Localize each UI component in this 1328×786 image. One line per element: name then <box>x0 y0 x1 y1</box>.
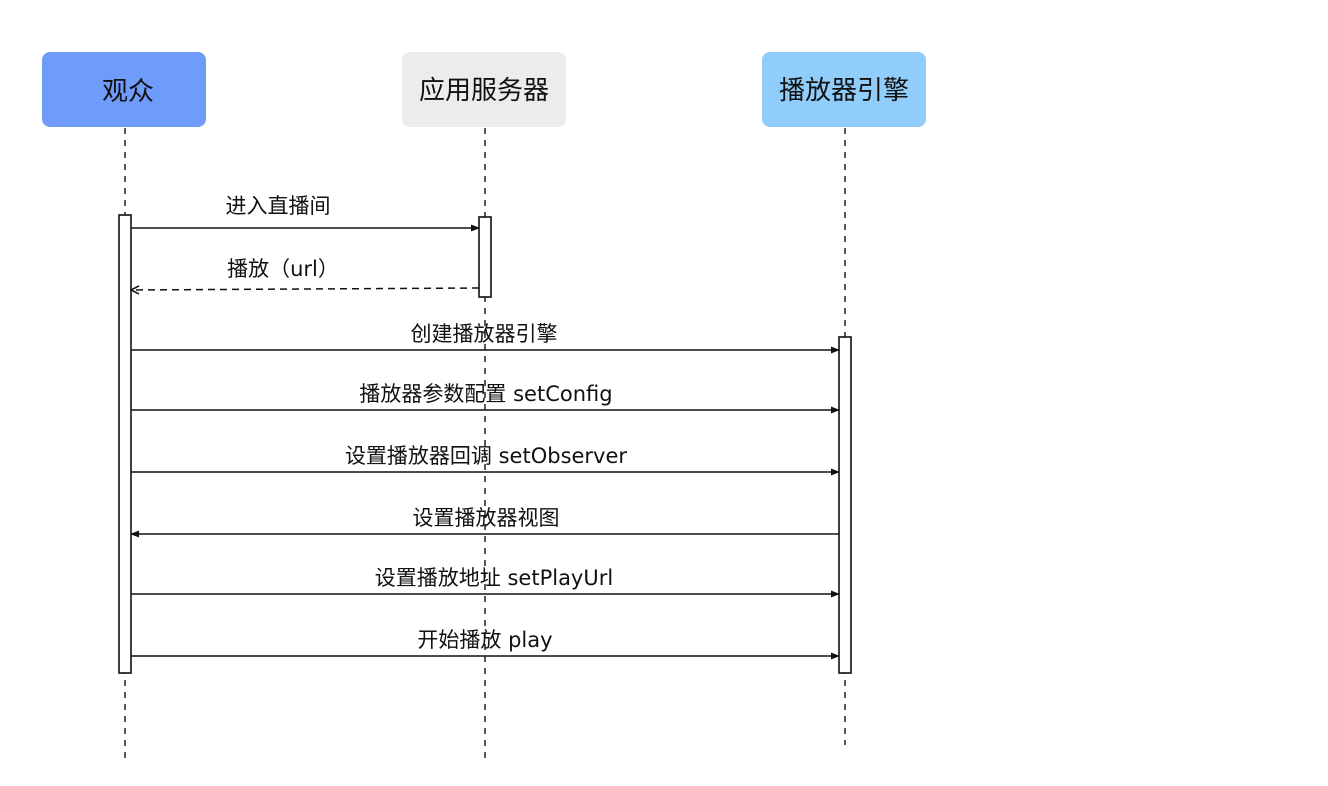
message-arrow <box>131 288 480 290</box>
message-label: 进入直播间 <box>226 194 331 218</box>
participant-app-server-box <box>402 52 566 127</box>
activation-viewer <box>118 214 132 674</box>
participant-player-engine-label: 播放器引擎 <box>779 76 909 106</box>
message-label: 开始播放 play <box>417 628 552 652</box>
participant-player-engine-box <box>762 52 926 127</box>
message-label: 设置播放地址 setPlayUrl <box>375 566 613 590</box>
participant-viewer-box <box>42 52 206 127</box>
message-set-play-url: 设置播放地址 setPlayUrl <box>131 566 840 598</box>
activation-player-engine <box>838 336 852 674</box>
activation-app-server <box>478 216 492 298</box>
message-label: 播放器参数配置 setConfig <box>359 382 612 406</box>
message-set-player-view: 设置播放器视图 <box>130 506 839 538</box>
participant-app-server-label: 应用服务器 <box>419 76 549 106</box>
message-label: 播放（url） <box>227 257 339 281</box>
message-label: 创建播放器引擎 <box>411 322 558 346</box>
message-label: 设置播放器视图 <box>413 506 560 530</box>
participant-player-engine: 播放器引擎 <box>762 52 926 127</box>
participant-app-server: 应用服务器 <box>402 52 566 127</box>
message-create-player-engine: 创建播放器引擎 <box>131 322 840 354</box>
message-start-play: 开始播放 play <box>131 628 840 660</box>
message-play-url-return: 播放（url） <box>131 257 480 290</box>
message-enter-live-room: 进入直播间 <box>131 194 480 232</box>
participant-viewer: 观众 <box>42 52 206 127</box>
participant-viewer-label: 观众 <box>102 77 154 107</box>
message-set-config: 播放器参数配置 setConfig <box>131 382 840 414</box>
message-set-observer: 设置播放器回调 setObserver <box>131 444 840 476</box>
message-label: 设置播放器回调 setObserver <box>345 444 627 468</box>
